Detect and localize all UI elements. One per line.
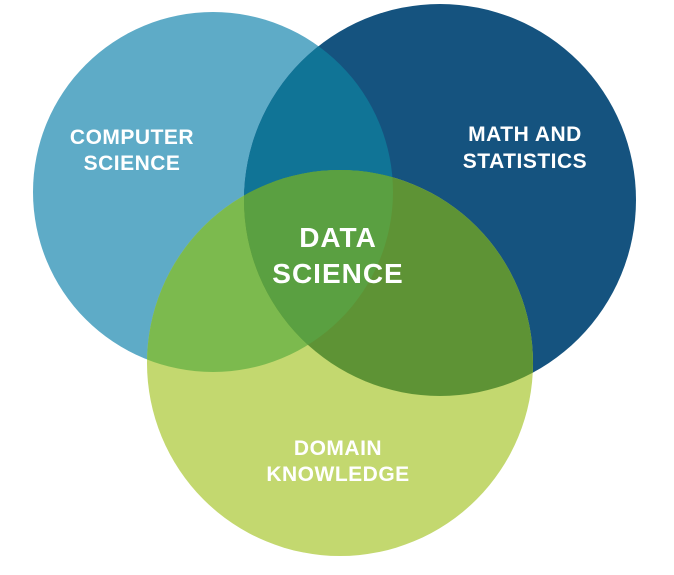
label-data-science-line1: DATA	[299, 222, 377, 253]
label-computer-science-line2: SCIENCE	[84, 152, 181, 175]
label-math-statistics-line2: STATISTICS	[463, 150, 587, 173]
label-math-statistics-line1: MATH AND	[468, 123, 582, 146]
overlap-center	[244, 170, 393, 372]
label-data-science-line2: SCIENCE	[272, 258, 403, 289]
label-computer-science-line1: COMPUTER	[70, 126, 194, 149]
label-domain-knowledge-line1: DOMAIN	[294, 437, 382, 460]
label-domain-knowledge-line2: KNOWLEDGE	[266, 463, 409, 486]
overlap-center-group	[244, 170, 393, 372]
